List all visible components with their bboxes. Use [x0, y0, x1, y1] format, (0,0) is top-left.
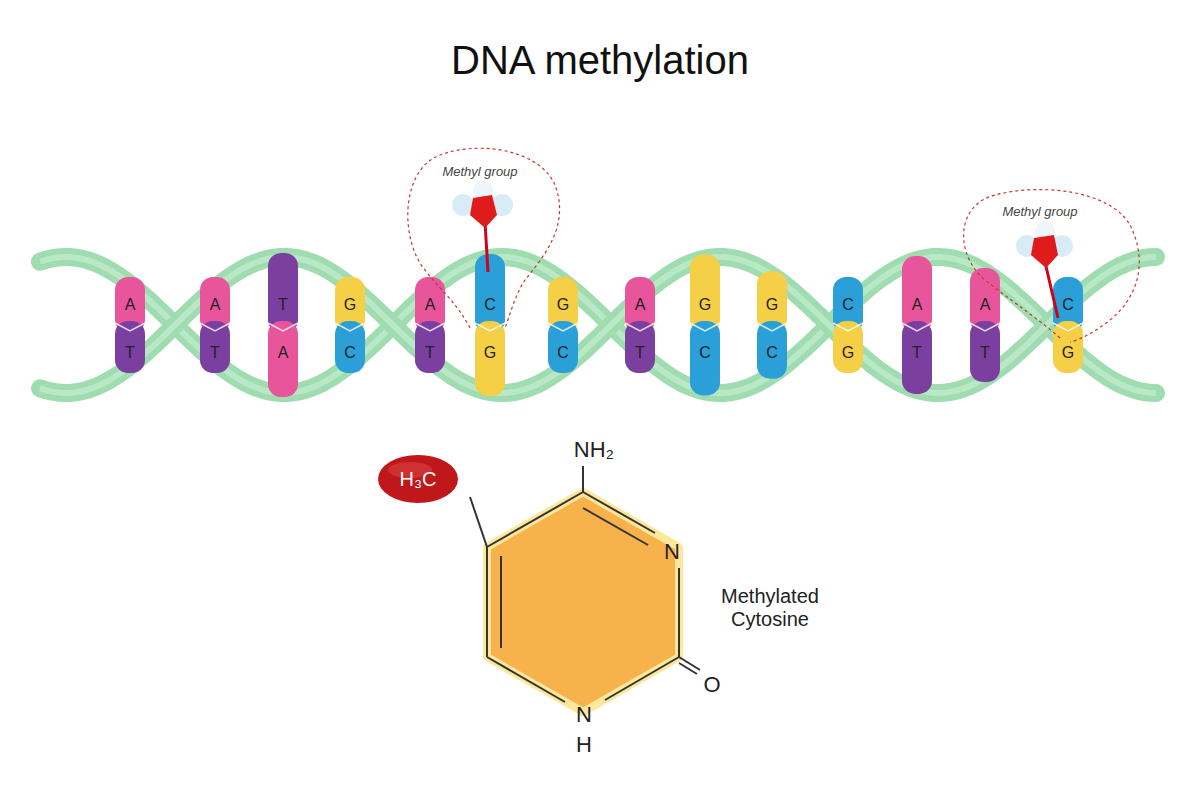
base-bottom: [625, 321, 655, 373]
base-letter: T: [210, 344, 220, 362]
atom-label: H₃C: [399, 468, 436, 491]
pair-joint: [690, 323, 720, 331]
base-bottom: [268, 321, 298, 397]
base-letter: A: [912, 296, 923, 314]
base-letter: T: [425, 344, 435, 362]
molecule-name: Methylated Cytosine: [705, 585, 835, 631]
backbone-highlight: [40, 257, 1156, 393]
base-letter: A: [425, 296, 436, 314]
base-bottom: [200, 321, 230, 373]
base-bottom: [902, 321, 932, 394]
methyl-icon: [1016, 221, 1073, 318]
pair-joint: [970, 323, 1000, 331]
methyl-icon: [452, 180, 513, 272]
base-letter: G: [484, 344, 496, 362]
base-bottom: [115, 321, 145, 373]
base-letter: C: [842, 296, 854, 314]
base-bottom: [970, 321, 1000, 382]
pair-joint: [757, 323, 787, 331]
pair-joint: [115, 323, 145, 331]
pair-joint: [1053, 323, 1083, 331]
dna-strands: [40, 257, 1156, 393]
base-pairs: [115, 253, 1083, 397]
pair-joint: [335, 323, 365, 331]
atom-label: NH₂: [574, 437, 614, 462]
base-bottom: [548, 321, 578, 373]
backbone-highlight: [40, 257, 1156, 393]
base-bottom: [757, 321, 787, 379]
callout-label: Methyl group: [1002, 205, 1077, 220]
base-bottom: [475, 321, 505, 396]
base-bottom: [833, 321, 863, 373]
base-letter: G: [557, 296, 569, 314]
base-letter: C: [484, 296, 496, 314]
base-letter: G: [699, 296, 711, 314]
pair-joint: [200, 323, 230, 331]
callout-label: Methyl group: [442, 165, 517, 180]
base-letter: G: [1062, 344, 1074, 362]
base-letter: A: [635, 296, 646, 314]
base-letter: T: [980, 344, 990, 362]
base-letter: C: [699, 344, 711, 362]
methyl-callouts: [408, 148, 1139, 342]
atom-label: O: [703, 672, 720, 697]
pair-joint: [475, 323, 505, 331]
base-bottom: [690, 321, 720, 395]
base-letter: C: [557, 344, 569, 362]
base-letter: A: [125, 296, 136, 314]
title: DNA methylation: [0, 38, 1200, 83]
base-letter: A: [210, 296, 221, 314]
pair-joint: [268, 323, 298, 331]
base-letter: G: [766, 296, 778, 314]
atom-label: N: [664, 539, 680, 564]
pair-joint: [902, 323, 932, 331]
base-bottom: [335, 321, 365, 373]
base-letter: T: [125, 344, 135, 362]
base-letter: A: [278, 344, 289, 362]
pair-joint: [625, 323, 655, 331]
base-letter: C: [1062, 296, 1074, 314]
base-letter: T: [912, 344, 922, 362]
base-bottom: [415, 321, 445, 373]
base-letter: C: [344, 344, 356, 362]
base-letter: C: [766, 344, 778, 362]
base-letter: T: [635, 344, 645, 362]
base-letter: T: [278, 296, 288, 314]
backbone-strand: [40, 257, 1156, 393]
atom-label: H: [576, 732, 592, 757]
base-letter: G: [842, 344, 854, 362]
pair-joint: [833, 323, 863, 331]
cytosine-structure: [378, 455, 700, 712]
pair-joint: [415, 323, 445, 331]
base-bottom: [1053, 321, 1083, 373]
atom-label: N: [576, 702, 592, 727]
base-letter: A: [980, 296, 991, 314]
base-letter: G: [344, 296, 356, 314]
pair-joint: [548, 323, 578, 331]
backbone-strand: [40, 257, 1156, 393]
